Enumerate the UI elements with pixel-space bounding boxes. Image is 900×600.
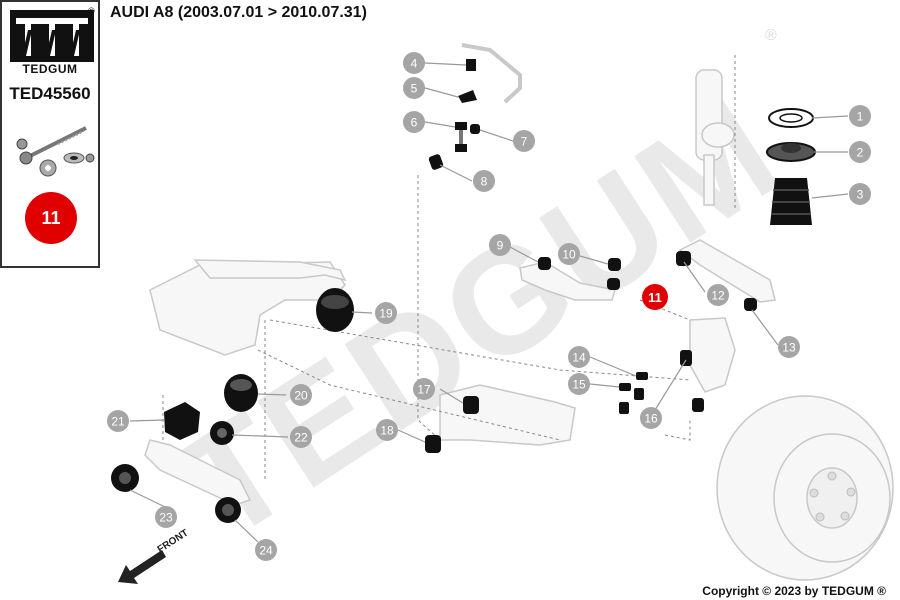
callout-number: 23	[159, 511, 173, 525]
bushings	[111, 251, 757, 523]
callout-number: 22	[294, 431, 308, 445]
product-sidebar: ® TEDGUM TED45560 11	[0, 0, 100, 268]
wheel-tire	[716, 395, 894, 581]
lower-wishbone	[439, 384, 576, 446]
callout-number: 4	[411, 57, 418, 71]
callout-17: 17	[413, 378, 435, 400]
copyright-notice: Copyright © 2023 by TEDGUM ®	[702, 584, 886, 598]
callout-20: 20	[290, 384, 312, 406]
callout-9: 9	[489, 234, 511, 256]
stabilizer-bar	[428, 43, 522, 170]
callout-8: 8	[473, 170, 495, 192]
callout-circle	[568, 373, 590, 395]
callout-circle	[489, 234, 511, 256]
callout-number: 14	[572, 351, 586, 365]
callout-number: 1	[857, 110, 864, 124]
callout-number: 12	[711, 289, 725, 303]
callout-circle	[473, 170, 495, 192]
callout-number: 3	[857, 188, 864, 202]
callout-circle	[403, 111, 425, 133]
callout-circle	[778, 336, 800, 358]
callout-4: 4	[403, 52, 425, 74]
callout-number: 17	[417, 383, 431, 397]
callout-circle	[290, 426, 312, 448]
brand-name: TEDGUM	[22, 62, 78, 76]
vehicle-title: AUDI A8 (2003.07.01 > 2010.07.31)	[110, 4, 367, 21]
callout-22: 22	[290, 426, 312, 448]
callout-11-highlighted: 11	[642, 284, 668, 310]
callout-circle	[707, 284, 729, 306]
watermark-registered-mark: ®	[765, 27, 777, 44]
callout-circle	[568, 346, 590, 368]
callout-circle	[849, 183, 871, 205]
callout-circle	[413, 378, 435, 400]
strut-link-arm	[678, 239, 776, 303]
callout-1: 1	[849, 105, 871, 127]
front-arrow-icon: FRONT	[118, 528, 191, 584]
rear-subframe	[144, 259, 347, 506]
callout-number: 24	[259, 544, 273, 558]
callout-number: 16	[644, 412, 658, 426]
callout-circle	[640, 407, 662, 429]
callout-15: 15	[568, 373, 590, 395]
callout-number: 15	[572, 378, 586, 392]
callout-number: 6	[411, 116, 418, 130]
callout-3: 3	[849, 183, 871, 205]
callout-number: 5	[411, 82, 418, 96]
wheel-knuckle	[689, 317, 736, 393]
strut-top-mount	[766, 108, 816, 225]
callout-number: 21	[111, 415, 125, 429]
callout-6: 6	[403, 111, 425, 133]
assembly-lines	[162, 55, 736, 480]
callout-circle	[376, 419, 398, 441]
callout-circle	[255, 539, 277, 561]
callout-19: 19	[375, 302, 397, 324]
leader-lines	[129, 62, 849, 543]
callout-21: 21	[107, 410, 129, 432]
callout-number: 10	[562, 248, 576, 262]
callout-circle	[849, 141, 871, 163]
callout-number: 18	[380, 424, 394, 438]
callout-7: 7	[513, 130, 535, 152]
callout-circle	[642, 284, 668, 310]
callout-number: 8	[481, 175, 488, 189]
callout-circle	[403, 77, 425, 99]
callout-number: 2	[857, 146, 864, 160]
bolt-kit-icon	[16, 126, 95, 177]
position-badge: 11	[25, 192, 77, 244]
callout-number: 20	[294, 389, 308, 403]
callout-circle	[558, 243, 580, 265]
callout-circle	[107, 410, 129, 432]
front-label: FRONT	[156, 528, 191, 556]
callout-number: 9	[497, 239, 504, 253]
callout-16: 16	[640, 407, 662, 429]
callout-23: 23	[155, 506, 177, 528]
tedgum-logo-icon	[10, 10, 94, 62]
callout-circle	[375, 302, 397, 324]
shock-absorber	[695, 69, 735, 206]
callout-number: 11	[648, 290, 662, 305]
callout-number: 13	[782, 341, 796, 355]
callout-13: 13	[778, 336, 800, 358]
callout-14: 14	[568, 346, 590, 368]
callout-18: 18	[376, 419, 398, 441]
part-number: TED45560	[9, 84, 91, 103]
callout-5: 5	[403, 77, 425, 99]
callout-12: 12	[707, 284, 729, 306]
callout-24: 24	[255, 539, 277, 561]
callout-number: 19	[379, 307, 393, 321]
registered-mark: ®	[88, 6, 95, 16]
callout-circle	[849, 105, 871, 127]
callout-circle	[290, 384, 312, 406]
callout-number: 7	[521, 135, 528, 149]
callout-circle	[403, 52, 425, 74]
callout-2: 2	[849, 141, 871, 163]
callout-circle	[155, 506, 177, 528]
upper-control-arm	[519, 261, 616, 301]
callout-circle	[513, 130, 535, 152]
callout-10: 10	[558, 243, 580, 265]
